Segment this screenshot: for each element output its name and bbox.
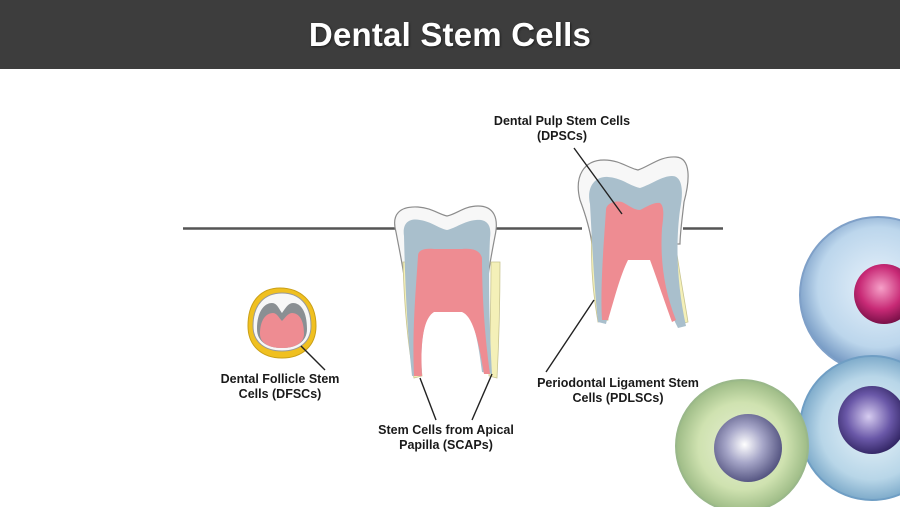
slide-title: Dental Stem Cells — [308, 15, 592, 53]
dfsc-label: Dental Follicle Stem Cells (DFSCs) — [210, 372, 350, 402]
cell-blue — [799, 355, 900, 501]
dpsc-label-line1: Dental Pulp Stem Cells — [493, 114, 631, 128]
scap-leader-line-left — [419, 377, 437, 421]
tooth2-pulp — [413, 248, 490, 376]
erupting-tooth — [394, 205, 501, 379]
dpsc-leader-line — [573, 147, 623, 215]
cell-pink — [799, 216, 900, 374]
scap-leader-line-right — [471, 373, 493, 421]
decorative-cells — [675, 216, 900, 507]
pdlsc-label-line1: Periodontal Ligament Stem — [537, 376, 699, 390]
scap-label-line1: Stem Cells from Apical — [378, 423, 514, 437]
scap-label-line2: Papilla (SCAPs) — [399, 438, 493, 452]
dpsc-label: Dental Pulp Stem Cells (DPSCs) — [487, 114, 637, 144]
pdlsc-label: Periodontal Ligament Stem Cells (PDLSCs) — [528, 376, 708, 406]
germ-pulp — [260, 313, 304, 348]
tooth-germ-follicle — [247, 287, 317, 359]
mature-tooth — [577, 156, 689, 328]
dpsc-label-line2: (DPSCs) — [536, 129, 587, 143]
scap-label: Stem Cells from Apical Papilla (SCAPs) — [366, 423, 526, 453]
dfsc-label-line2: Cells (DFSCs) — [238, 387, 322, 401]
title-bar: Dental Stem Cells — [0, 0, 900, 69]
pdlsc-leader-line — [545, 299, 595, 373]
cell-green — [675, 379, 809, 507]
pdlsc-label-line2: Cells (PDLSCs) — [572, 391, 664, 405]
tooth3-pulp — [601, 201, 676, 322]
dfsc-leader-line — [300, 345, 326, 371]
dfsc-label-line1: Dental Follicle Stem — [220, 372, 340, 386]
